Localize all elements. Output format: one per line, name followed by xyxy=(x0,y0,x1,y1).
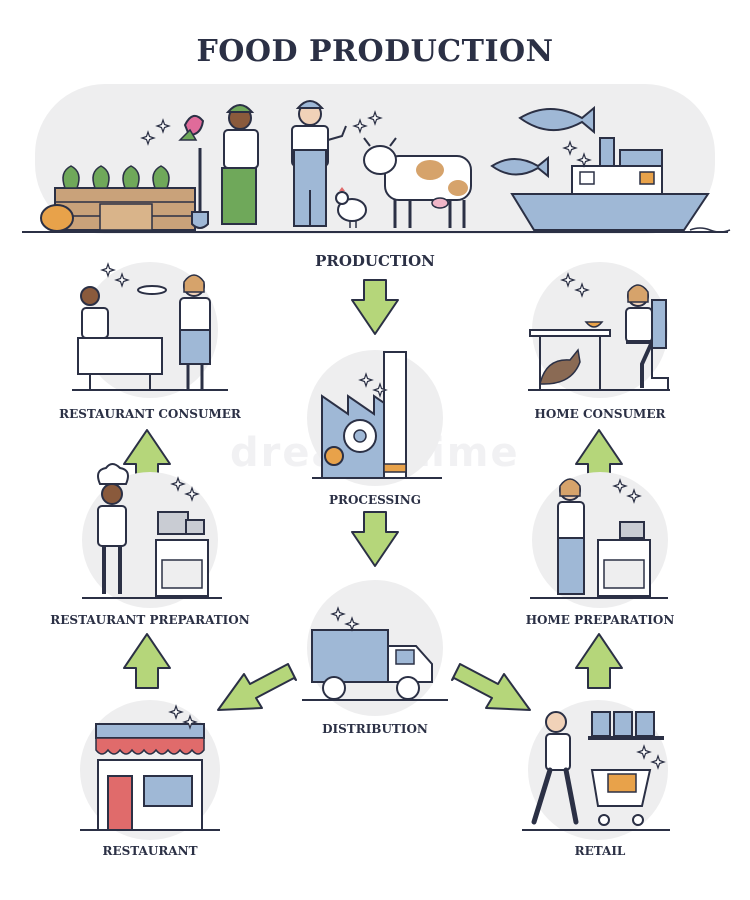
label-restaurant-preparation: RESTAURANT PREPARATION xyxy=(50,613,250,627)
label-processing: PROCESSING xyxy=(328,493,422,507)
cat-icon xyxy=(539,348,581,385)
home-consumer-scene xyxy=(528,262,670,398)
label-home-consumer: HOME CONSUMER xyxy=(534,407,666,421)
distribution-scene xyxy=(302,580,448,716)
label-distribution: DISTRIBUTION xyxy=(322,722,428,736)
retail-scene xyxy=(522,700,670,840)
truck-icon xyxy=(311,629,389,683)
cow-icon xyxy=(363,137,472,228)
chef-icon xyxy=(101,483,123,505)
table-icon xyxy=(77,337,163,375)
restaurant-scene xyxy=(80,700,220,840)
label-restaurant-consumer: RESTAURANT CONSUMER xyxy=(59,407,241,421)
arrow-restaurant-to-prep xyxy=(123,633,171,689)
shelf-icon xyxy=(591,711,611,737)
fishing-boat-icon xyxy=(510,137,731,233)
arrow-production-to-processing xyxy=(351,279,399,335)
shopper-icon xyxy=(545,711,567,733)
arrow-processing-to-distribution xyxy=(351,511,399,567)
farmer-overalls-icon xyxy=(291,100,347,227)
fish-icon xyxy=(490,105,595,179)
page-title: FOOD PRODUCTION xyxy=(196,34,554,69)
restaurant-consumer-scene xyxy=(72,262,228,398)
dining-table-icon xyxy=(529,329,611,337)
farmer-icon xyxy=(178,104,259,225)
arrow-distribution-to-retail xyxy=(451,663,531,711)
label-production: PRODUCTION xyxy=(315,252,435,270)
home-preparation-scene xyxy=(530,472,668,608)
garden-bed-icon xyxy=(40,165,196,232)
processing-scene xyxy=(307,350,443,486)
shovel-icon xyxy=(191,148,209,229)
label-restaurant: RESTAURANT xyxy=(102,844,198,858)
production-scene xyxy=(22,84,731,234)
label-retail: RETAIL xyxy=(574,844,626,858)
arrow-distribution-to-restaurant xyxy=(217,663,297,711)
restaurant-preparation-scene xyxy=(82,463,222,608)
label-home-preparation: HOME PREPARATION xyxy=(525,613,675,627)
arrow-retail-to-home-prep xyxy=(575,633,623,689)
chicken-icon xyxy=(335,187,367,228)
